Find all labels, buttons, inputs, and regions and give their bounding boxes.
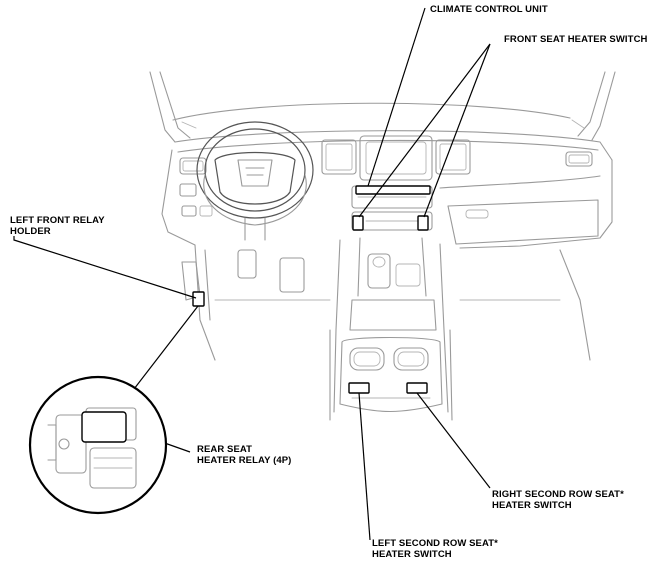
front-seat-heater-switch-left: [352, 215, 364, 231]
vehicle-interior-illustration: [149, 71, 616, 421]
relay-detail-inset: [28, 375, 168, 515]
label-front-seat-heater-switch: FRONT SEAT HEATER SWITCH: [504, 34, 648, 45]
left-second-row-seat-heater-switch: [348, 382, 370, 394]
leader-front-seat-heater-right: [423, 43, 491, 218]
leader-front-seat-heater-left: [358, 43, 491, 218]
leader-left-second-row: [358, 392, 371, 541]
leader-relay-to-zoom: [123, 305, 199, 403]
label-climate-control-unit: CLIMATE CONTROL UNIT: [430, 4, 548, 15]
left-front-relay-holder: [192, 291, 205, 307]
label-left-second-row-seat-heater-switch: LEFT SECOND ROW SEAT* HEATER SWITCH: [372, 538, 501, 560]
rear-seat-heater-relay-4p: [81, 411, 127, 443]
leader-right-second-row: [416, 392, 491, 489]
climate-control-unit-marker: [355, 185, 431, 195]
label-rear-seat-heater-relay: REAR SEAT HEATER RELAY (4P): [197, 444, 291, 466]
front-seat-heater-switch-right: [417, 215, 429, 231]
right-second-row-seat-heater-switch: [406, 382, 428, 394]
label-left-front-relay-holder: LEFT FRONT RELAY HOLDER: [10, 215, 107, 237]
label-right-second-row-seat-heater-switch: RIGHT SECOND ROW SEAT* HEATER SWITCH: [492, 489, 627, 511]
leader-climate-control-unit: [367, 7, 426, 187]
leader-left-front-relay-holder: [13, 236, 197, 299]
